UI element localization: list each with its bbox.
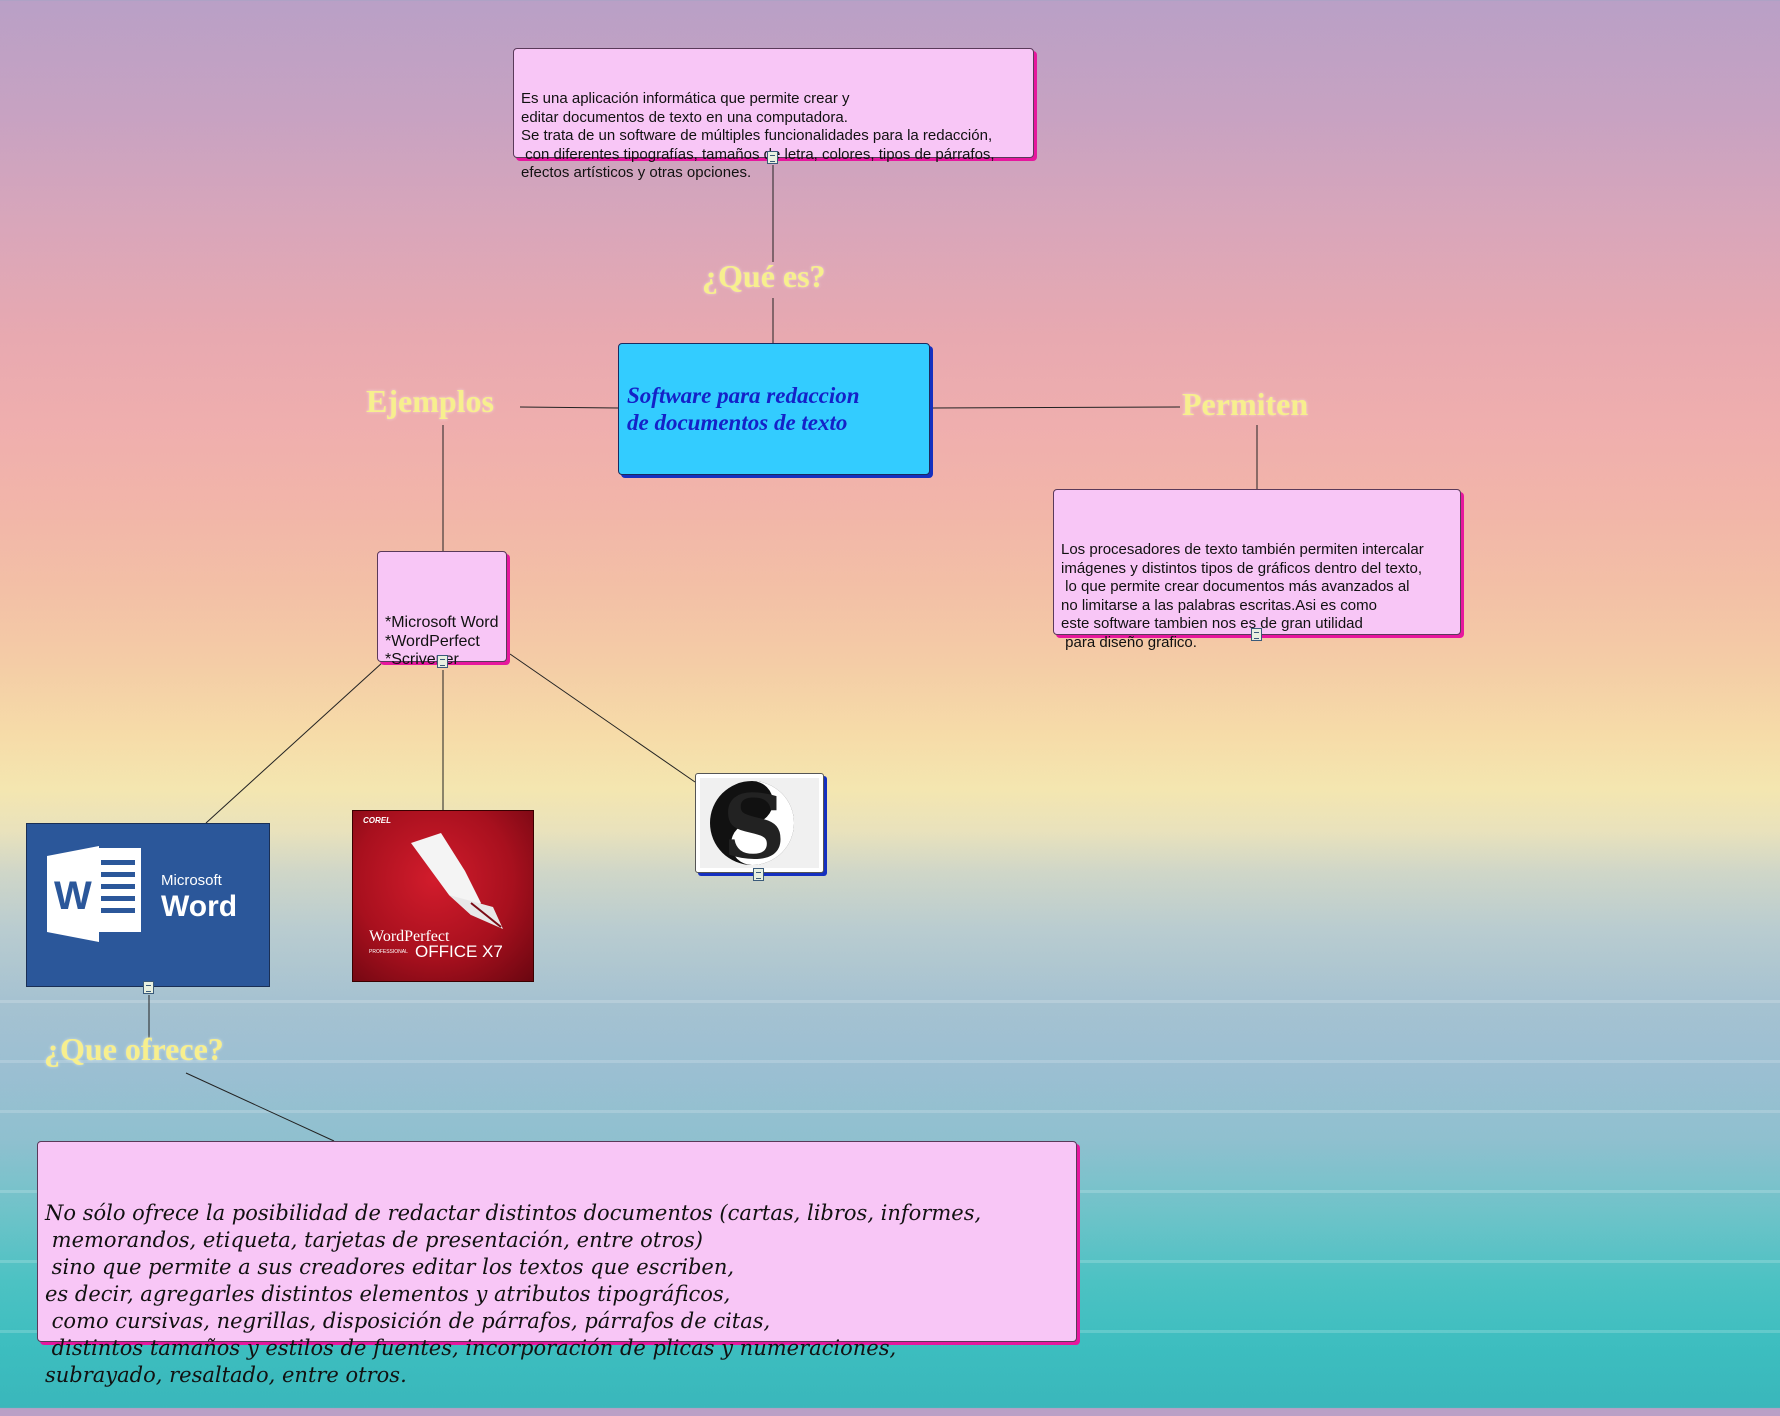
wordperfect-edition: PROFESSIONAL [369, 949, 408, 955]
scrivener-logo[interactable]: S [695, 773, 824, 879]
note-icon[interactable] [767, 151, 778, 164]
microsoft-word-logo[interactable]: W Microsoft Word [26, 823, 270, 987]
fountain-pen-icon: COREL WordPerfect PROFESSIONAL OFFICE X7 [363, 816, 503, 961]
definition-text: Es una aplicación informática que permit… [521, 90, 995, 181]
ofrece-text: No sólo ofrece la posibilidad de redacta… [45, 1201, 982, 1387]
corel-brand: COREL [363, 816, 391, 825]
word-logo-product: Word [161, 890, 237, 923]
note-icon[interactable] [437, 655, 448, 668]
central-concept-label: Software para redaccion de documentos de… [627, 383, 860, 435]
word-logo-brand: Microsoft [161, 872, 223, 889]
link-label-que-es: ¿Qué es? [702, 258, 826, 294]
wordperfect-suite: OFFICE X7 [415, 942, 503, 961]
central-concept-node[interactable]: Software para redaccion de documentos de… [618, 343, 930, 475]
scrivener-icon: S [700, 775, 819, 879]
note-icon[interactable] [143, 981, 154, 994]
word-icon: W Microsoft Word [47, 846, 237, 942]
wordperfect-name: WordPerfect [369, 928, 450, 945]
note-icon[interactable] [1251, 628, 1262, 641]
note-icon[interactable] [753, 868, 764, 881]
permiten-text: Los procesadores de texto también permit… [1061, 541, 1424, 651]
examples-node[interactable]: *Microsoft Word *WordPerfect *Scrivener [377, 551, 507, 668]
word-icon-letter: W [54, 874, 92, 918]
link-label-permiten: Permiten [1182, 386, 1309, 422]
link-label-ejemplos: Ejemplos [366, 383, 494, 419]
ofrece-node[interactable]: No sólo ofrece la posibilidad de redacta… [37, 1141, 1077, 1387]
wordperfect-logo[interactable]: COREL WordPerfect PROFESSIONAL OFFICE X7 [352, 810, 534, 982]
permiten-node[interactable]: Los procesadores de texto también permit… [1053, 489, 1461, 651]
scrivener-letter: S [722, 775, 786, 872]
definition-node[interactable]: Es una aplicación informática que permit… [513, 48, 1034, 181]
link-label-que-ofrece: ¿Que ofrece? [44, 1031, 224, 1067]
